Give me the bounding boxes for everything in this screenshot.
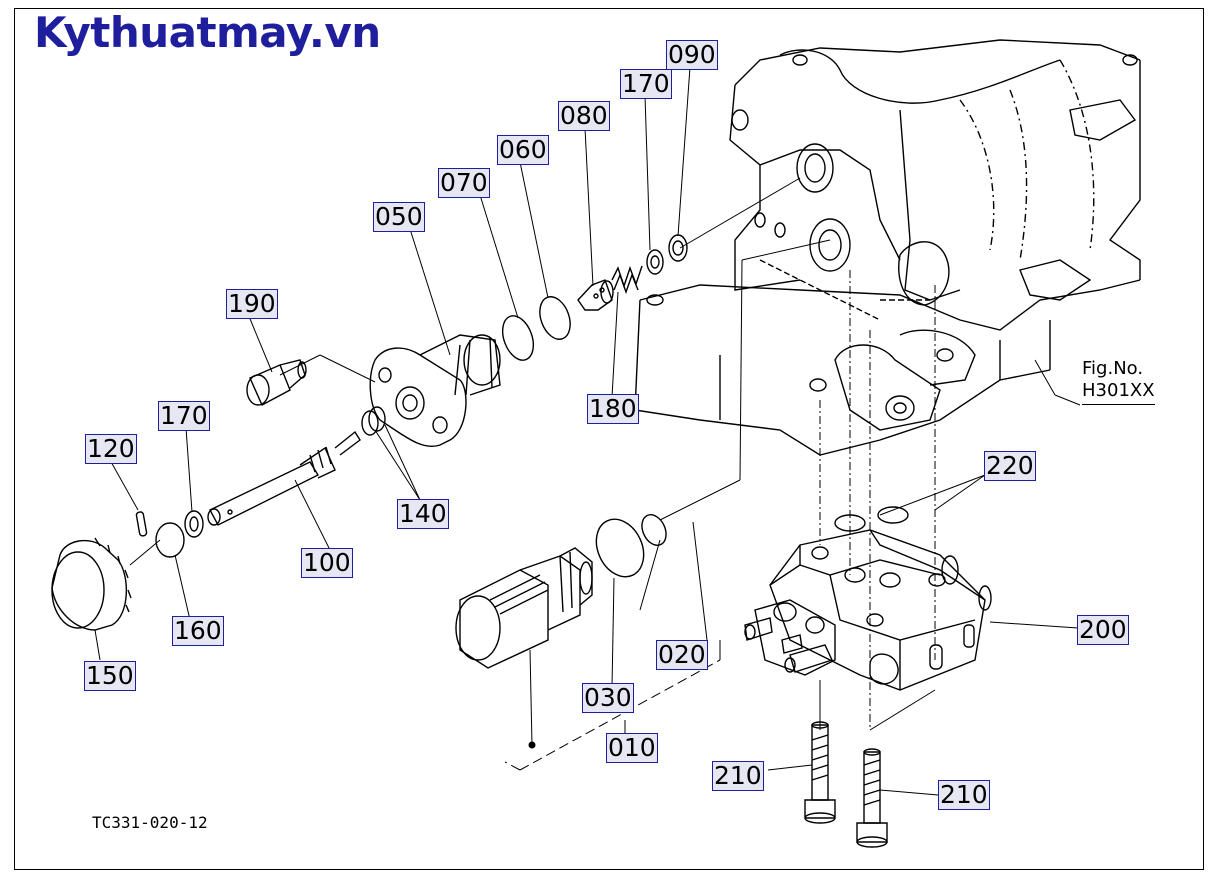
part-label-100: 100	[301, 548, 353, 578]
part-label-050: 050	[373, 202, 425, 232]
relief-valve-010	[456, 548, 592, 668]
o-ring-070	[497, 312, 539, 365]
plug-190	[247, 360, 306, 405]
part-label-150: 150	[84, 661, 136, 691]
o-rings-220	[835, 507, 908, 531]
valve-body-050	[370, 335, 500, 446]
figure-number: Fig.No. H301XX	[1082, 358, 1155, 405]
part-label-210-right: 210	[938, 780, 990, 810]
part-label-160: 160	[172, 616, 224, 646]
part-label-090: 090	[666, 40, 718, 70]
figure-number-line2: H301XX	[1082, 380, 1155, 405]
part-label-200: 200	[1077, 615, 1129, 645]
part-label-010: 010	[606, 733, 658, 763]
snap-ring-160	[156, 523, 184, 557]
part-label-170: 170	[620, 69, 672, 99]
ring-140	[362, 407, 385, 435]
transmission-housing	[635, 40, 1140, 455]
part-label-190: 190	[226, 289, 278, 319]
washer-170-upper	[647, 250, 663, 274]
pin-120	[136, 511, 147, 536]
figure-number-line1: Fig.No.	[1082, 358, 1144, 379]
shaft-100	[208, 432, 360, 525]
o-ring-020	[637, 511, 670, 549]
o-ring-030	[587, 512, 652, 585]
part-label-020: 020	[656, 640, 708, 670]
ring-170-lower	[185, 511, 203, 537]
washer-090	[669, 235, 687, 261]
part-label-060: 060	[497, 135, 549, 165]
knob-150	[52, 538, 131, 630]
part-label-120: 120	[85, 434, 137, 464]
part-label-070: 070	[438, 168, 490, 198]
part-label-170-lower: 170	[158, 401, 210, 431]
part-label-030: 030	[582, 683, 634, 713]
drawing-frame	[14, 8, 1204, 870]
brand-logo-text: Kythuatmay.vn	[34, 8, 381, 57]
spring-180	[612, 266, 642, 292]
bolt-210-b	[857, 749, 887, 847]
part-label-140: 140	[397, 499, 449, 529]
bolt-210-a	[805, 722, 835, 823]
valve-block-200	[745, 530, 991, 690]
part-label-220: 220	[984, 451, 1036, 481]
part-label-080: 080	[558, 101, 610, 131]
alignment-lines	[505, 270, 935, 770]
poppet-080	[578, 280, 613, 310]
o-ring-060	[534, 293, 575, 344]
part-label-180: 180	[587, 394, 639, 424]
part-label-210-left: 210	[712, 761, 764, 791]
leader-lines	[94, 66, 1081, 796]
drawing-code: TC331-020-12	[92, 813, 208, 832]
